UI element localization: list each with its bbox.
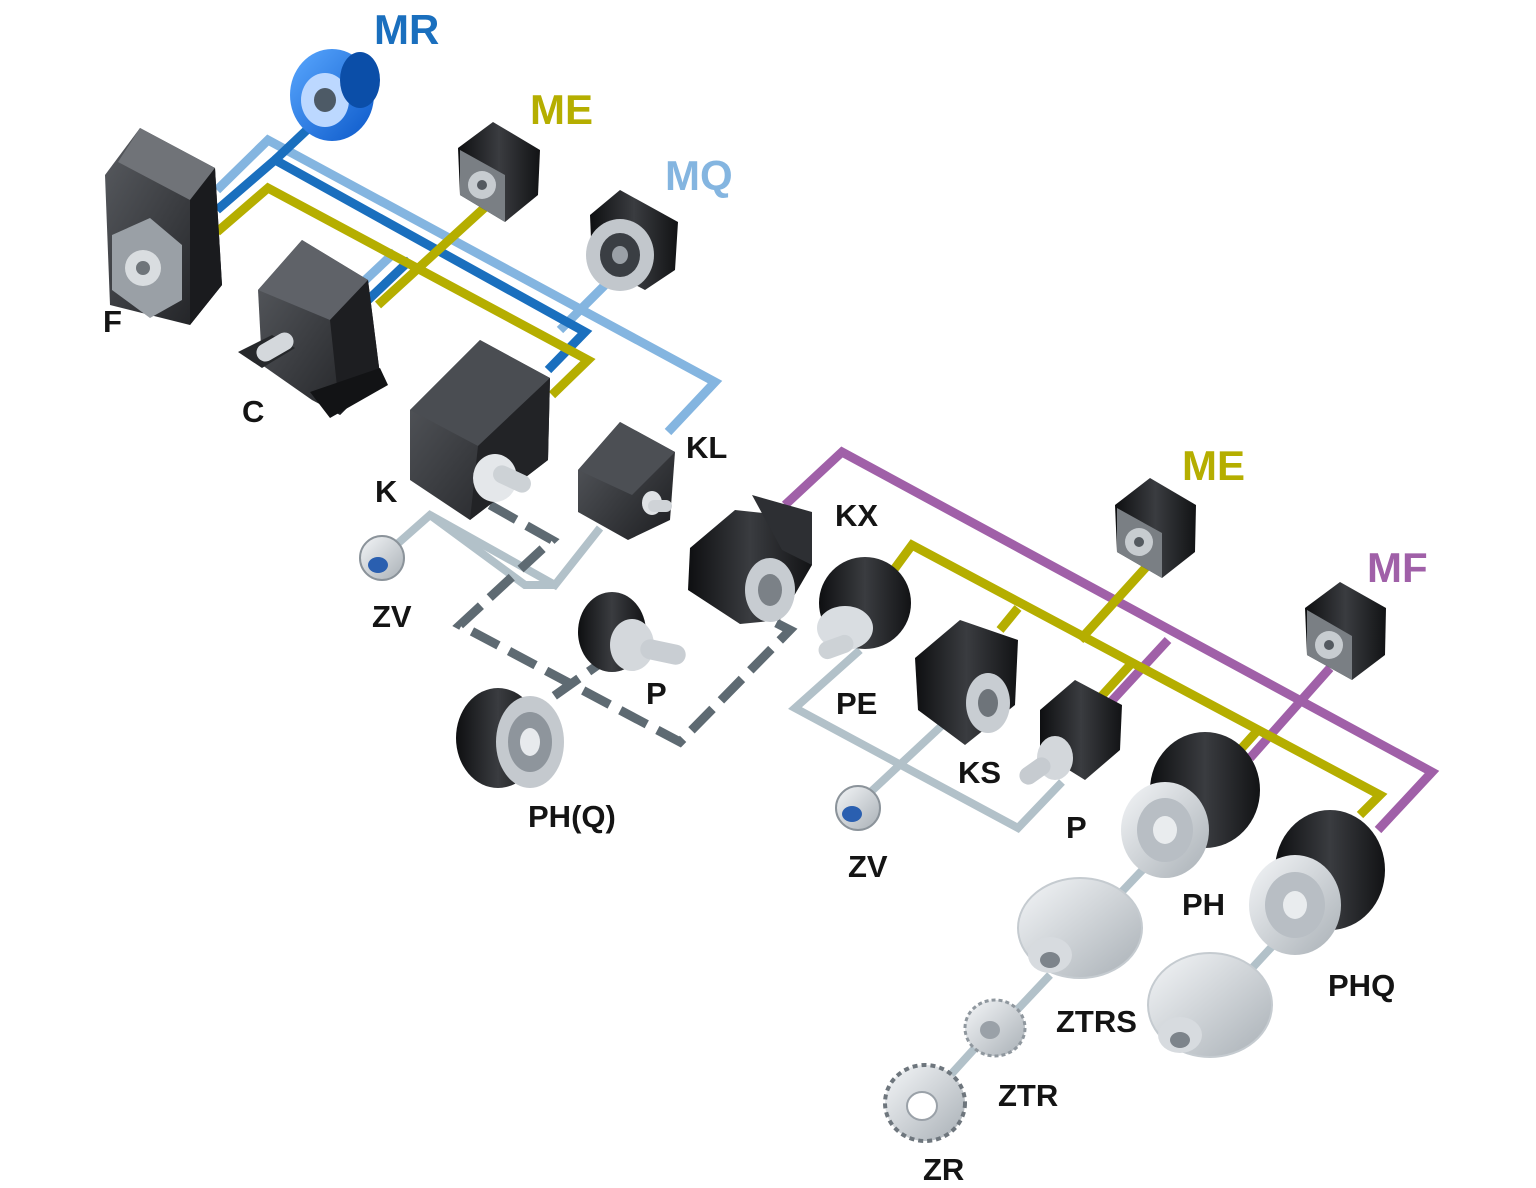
me-right-ph (1236, 726, 1262, 754)
gearbox-phq (1249, 810, 1385, 955)
pinion-zv-left (359, 535, 405, 581)
gearbox-f (105, 128, 222, 325)
label-kl: KL (686, 430, 727, 465)
gearbox-pe (817, 557, 911, 660)
me-right-line (886, 539, 1388, 819)
label-kx: KX (835, 498, 878, 533)
label-ph: PH (1182, 887, 1225, 922)
me-right-p (1094, 661, 1134, 704)
gear-zt-right (1147, 952, 1273, 1058)
mr-line-c (364, 256, 414, 304)
gear-zr (883, 1063, 967, 1143)
gear-ztrs (1017, 877, 1143, 979)
label-pe: PE (836, 686, 877, 721)
mf-line-motor (1246, 665, 1334, 761)
motor-labels: MR ME MQ ME MF (374, 6, 1428, 591)
label-mr: MR (374, 6, 439, 53)
label-mf: MF (1367, 544, 1428, 591)
label-zv-right: ZV (848, 849, 888, 884)
label-p-left: P (646, 676, 667, 711)
label-me-top: ME (530, 86, 593, 133)
motor-me-right (1115, 478, 1196, 578)
me-line-motor (374, 196, 497, 309)
gearbox-ph (1121, 732, 1260, 878)
label-phq: PHQ (1328, 968, 1395, 1003)
motor-mq (586, 190, 678, 291)
label-zv-left: ZV (372, 599, 412, 634)
label-ph-q-paren: PH(Q) (528, 799, 616, 834)
label-p-right: P (1066, 810, 1087, 845)
zv-line-kl (427, 511, 555, 589)
label-f: F (103, 304, 122, 339)
me-line-f (214, 182, 596, 399)
gearbox-p-right (1019, 680, 1122, 785)
zv-line-k (384, 510, 604, 591)
gearbox-c (238, 240, 388, 418)
pinion-zv-right (835, 785, 881, 831)
gearbox-kl (578, 422, 675, 540)
label-ztrs: ZTRS (1056, 1004, 1137, 1039)
label-k: K (375, 474, 398, 509)
mf-line (781, 446, 1440, 834)
gearbox-ks (915, 620, 1018, 745)
label-ks: KS (958, 755, 1001, 790)
motor-me-top (458, 122, 540, 222)
zv-line-ks (859, 715, 953, 803)
gear-ztr (963, 998, 1027, 1058)
label-c: C (242, 394, 264, 429)
label-zr: ZR (923, 1152, 964, 1183)
gearbox-k (410, 340, 550, 520)
gearbox-ph-q-paren (456, 688, 564, 788)
motor-mr (290, 49, 380, 141)
me-right-ks (996, 605, 1022, 633)
label-mq: MQ (665, 152, 733, 199)
zv-line-right (788, 647, 1065, 833)
gearbox-p-left (578, 592, 686, 672)
label-me-right: ME (1182, 442, 1245, 489)
component-labels: F C K KL KX ZV P PH(Q) PE KS ZV P PH PHQ… (103, 304, 1395, 1187)
mf-line-p (1104, 636, 1172, 709)
mq-line-f (213, 134, 723, 436)
label-ztr: ZTR (998, 1078, 1058, 1113)
motor-mf (1305, 582, 1386, 680)
me-right-motor (1076, 561, 1152, 644)
gearbox-kx (688, 495, 812, 624)
